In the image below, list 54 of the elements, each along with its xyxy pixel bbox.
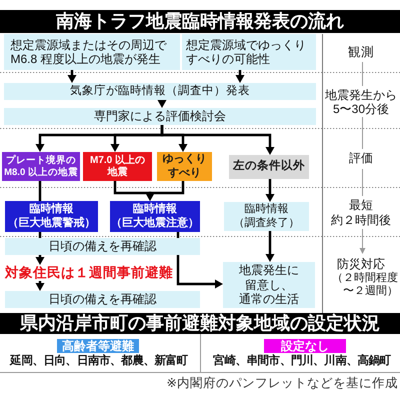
box-text: 専門家による評価検討会 [94, 109, 226, 124]
condition-box [157, 152, 212, 181]
box-text: 日頃の備えを再確認 [48, 292, 156, 307]
tag-text: 高齢者等避難 [62, 338, 134, 354]
category-tag [57, 339, 139, 353]
stage-label: 地震発生から5〜30分後 [324, 88, 398, 117]
stage-label: （２時間程度〜２週間） [331, 272, 398, 298]
stage-label: 約２時間後 [331, 213, 391, 228]
title-band [0, 10, 400, 33]
tag-text: 設定なし [281, 338, 329, 354]
box-text: 臨時情報（調査終了） [232, 203, 300, 230]
box-text: 臨時情報（巨大地震注意） [110, 203, 200, 230]
arrow [236, 70, 244, 83]
stage-label: 防災対応 [337, 257, 385, 272]
arrow [68, 70, 76, 83]
box-text: 想定震源域でゆっくりすべりの可能性 [186, 38, 307, 66]
arrow [146, 181, 184, 201]
arrow [266, 179, 274, 202]
box-text: 想定震源域またはその周辺でM6.8 程度以上の地震が発生 [10, 38, 168, 66]
footnote: ※内閣府のパンフレットなどを基に作成 [166, 376, 398, 391]
observation-box [182, 34, 316, 70]
alert-box [224, 202, 309, 231]
evacuation-text: 対象住民は１週間事前避難 [5, 265, 173, 281]
stage-label: 最短 [349, 198, 373, 212]
arrow [158, 100, 166, 108]
title-text: 南海トラフ地震臨時情報発表の流れ [56, 10, 344, 32]
box-text: M7.0 以上の地震 [88, 154, 146, 178]
box-text: ゆっくりすべり [162, 153, 208, 180]
arrow [160, 125, 274, 155]
arrow [176, 255, 223, 288]
box-text: 日頃の備えを再確認 [48, 239, 156, 254]
section-heading: 県内沿岸市町の事前避難対象地域の設定状況 [20, 312, 380, 334]
observation-box [4, 34, 180, 70]
action-box [223, 262, 315, 308]
category-tag [264, 339, 346, 353]
arrow [266, 231, 274, 262]
stage-label: 観測 [348, 45, 374, 60]
process-box [4, 83, 316, 100]
connector-line [38, 181, 42, 201]
box-text: 臨時情報（巨大地震警戒） [6, 203, 96, 230]
arrow [36, 255, 44, 265]
arrow [36, 281, 44, 291]
box-text: 左の条件以外 [233, 160, 305, 174]
action-box [5, 291, 200, 308]
stage-label: 評価 [349, 151, 373, 166]
process-box [4, 108, 316, 125]
box-text: 気象庁が臨時情報（調査中）発表 [70, 84, 250, 98]
place-list: 延岡、日向、日南市、都農、新富町 [10, 355, 188, 369]
condition-box [229, 155, 309, 179]
box-text: プレート境界のM8.0 以上の地震 [4, 155, 78, 178]
place-list: 宮崎、串間市、門川、川南、高鍋町 [213, 355, 391, 369]
box-text: 地震発生に留意し、通常の生活 [238, 263, 300, 307]
action-box [5, 238, 200, 255]
condition-box [83, 152, 152, 181]
